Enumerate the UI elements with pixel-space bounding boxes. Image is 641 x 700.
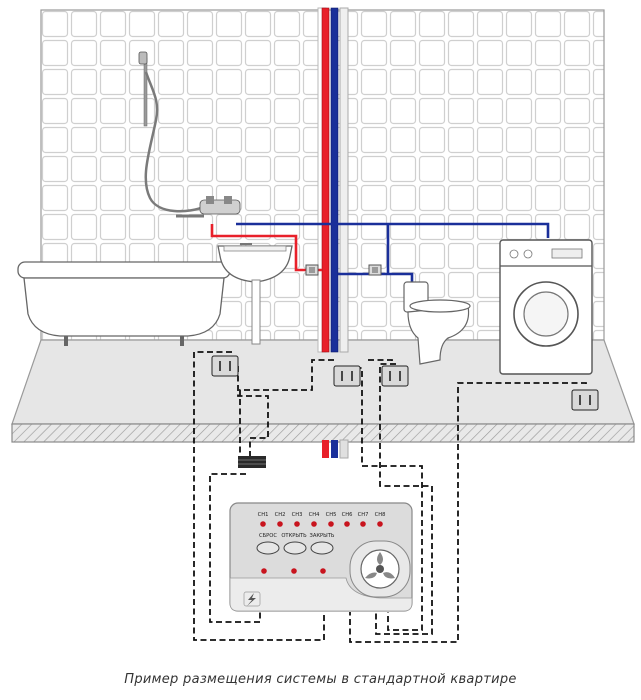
fan-icon [360,549,400,589]
diagram-caption: Пример размещения системы в стандартной … [124,672,517,687]
lightning-icon [243,591,261,607]
channel-label: СН2 [275,512,286,518]
bathtub-icon [17,261,231,346]
channel-leds [260,521,383,527]
channel-label: СН4 [309,512,321,518]
channel-label: СН6 [342,512,353,518]
cold-water-branch [338,272,414,282]
valve-actuator-icon [368,264,382,276]
close-label: ЗАКРЫТЬ [310,533,335,539]
valve-actuator-icon [305,264,319,276]
channel-label: СН1 [258,512,269,518]
open-button[interactable] [283,541,307,555]
channel-label: СН8 [375,512,386,518]
controller-unit: СН1 СН2 СН3 СН4 СН5 СН6 СН7 СН8 СБРОС ОТ… [229,502,413,612]
leak-sensor-icon [333,365,361,387]
hot-water-line [210,224,322,272]
leak-sensor-icon [211,355,239,377]
close-button[interactable] [310,541,334,555]
cold-water-line [236,222,550,238]
toilet-icon [403,281,471,365]
riser-pipes [317,7,349,459]
status-leds [261,568,326,574]
reset-button[interactable] [256,541,280,555]
reset-label: СБРОС [259,533,277,539]
leak-sensor-icon [571,389,599,411]
sink-icon [217,243,293,345]
leak-sensor-icon [381,365,409,387]
channel-labels: СН1 СН2 СН3 СН4 СН5 СН6 СН7 СН8 [258,512,386,518]
washing-machine-icon [499,239,593,375]
cable-gland [238,456,266,468]
channel-label: СН7 [358,512,369,518]
floor-slab [11,423,635,443]
shower-head-icon [138,51,241,218]
channel-label: СН5 [326,512,337,518]
sensor-wiring [193,351,587,643]
open-label: ОТКРЫТЬ [281,533,307,539]
channel-label: СН3 [292,512,303,518]
